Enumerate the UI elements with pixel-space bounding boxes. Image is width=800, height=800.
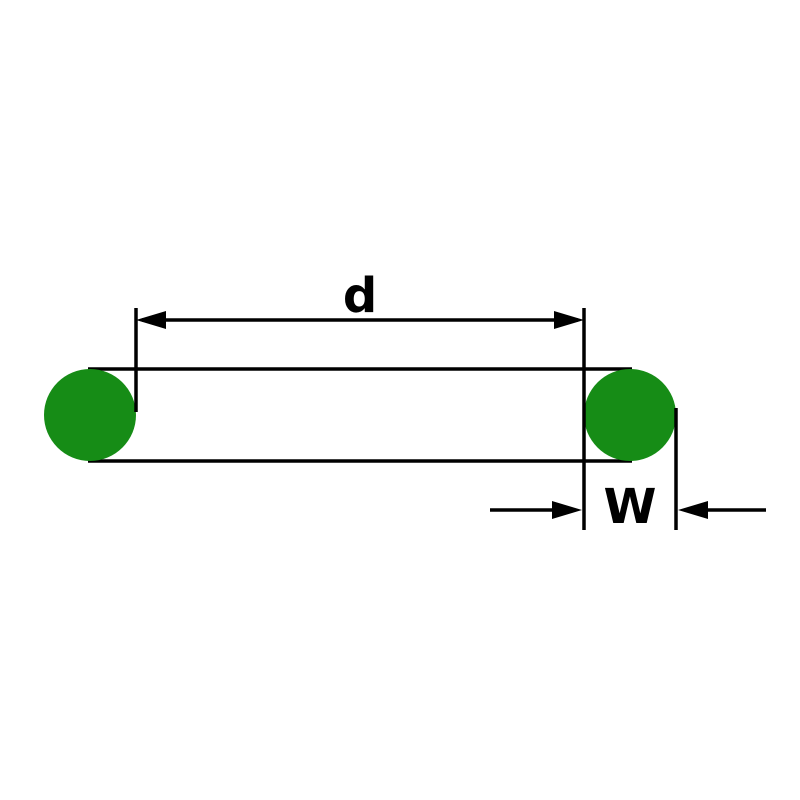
o-ring-cross-section-left [44, 369, 136, 461]
label-inner-diameter: d [343, 268, 377, 324]
arrowhead-d-right [554, 311, 584, 329]
arrowhead-d-left [136, 311, 166, 329]
arrowhead-w-left [552, 501, 582, 519]
arrowhead-w-right [678, 501, 708, 519]
label-cross-section-width: W [604, 479, 657, 535]
o-ring-cross-section-right [584, 369, 676, 461]
